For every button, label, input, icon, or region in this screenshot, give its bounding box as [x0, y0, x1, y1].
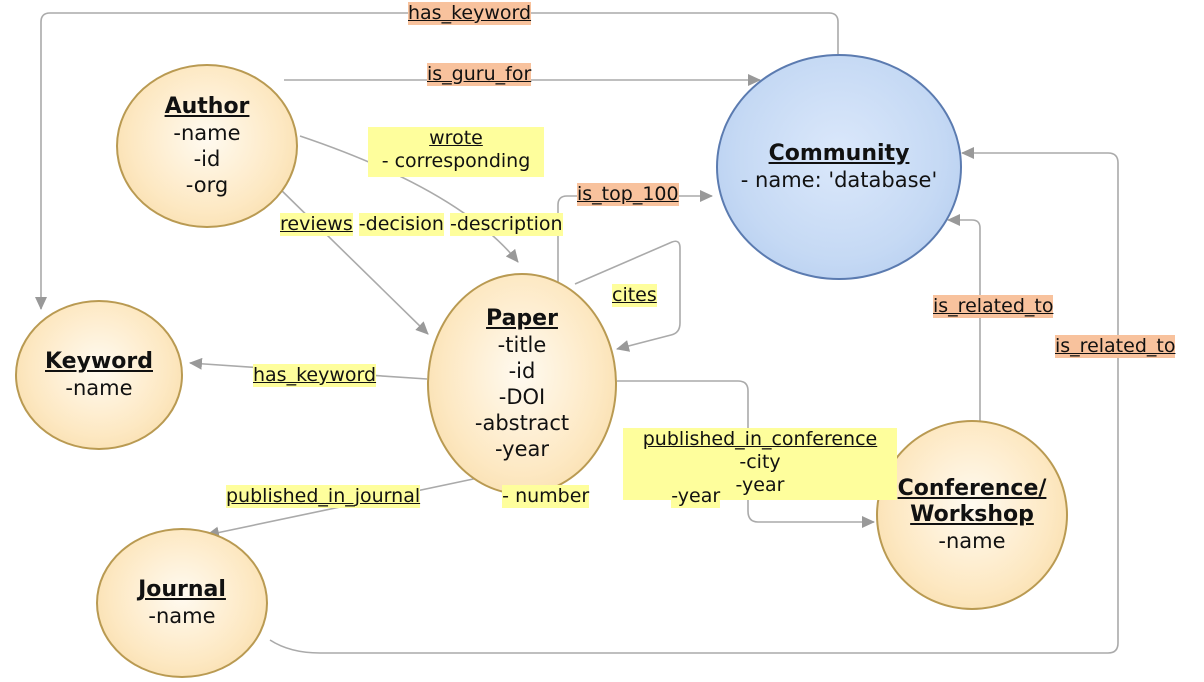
conference-attr-name: -name — [938, 529, 1006, 553]
paper-title: Paper — [486, 306, 558, 331]
edge-label-published-in-journal-name: published_in_journal — [226, 485, 421, 508]
edge-label-published-in-conference-attr-city: -city — [739, 451, 781, 473]
journal-title: Journal — [138, 577, 226, 602]
edge-label-reviews-name: reviews — [280, 213, 353, 236]
author-title: Author — [164, 94, 250, 119]
edge-label-published-in-journal: published_in_journal - number -year — [226, 485, 721, 508]
community-title: Community — [768, 141, 910, 166]
author-attr-name: -name — [173, 121, 241, 145]
paper-attr-title: -title — [497, 333, 547, 357]
edge-label-has-keyword-top: has_keyword — [408, 2, 532, 25]
edge-label-cites: cites — [612, 284, 657, 307]
edge-label-wrote-attr: - corresponding — [381, 150, 531, 172]
edge-label-published-in-journal-attr-number: - number — [502, 485, 590, 508]
conference-node[interactable]: Conference/ Workshop -name — [876, 420, 1068, 610]
edge-label-is-related-to-conference: is_related_to — [933, 295, 1054, 318]
edge-label-published-in-conference: published_in_conference -city -year — [623, 428, 897, 500]
conference-title-line1: Conference/ — [897, 476, 1047, 501]
paper-attr-doi: -DOI — [498, 385, 546, 409]
keyword-title: Keyword — [45, 349, 153, 374]
edge-label-reviews-attr-description: -description — [450, 213, 563, 236]
journal-attr-name: -name — [148, 604, 216, 628]
paper-attr-year: -year — [494, 437, 550, 461]
edge-label-reviews-attr-decision: -decision — [358, 213, 444, 236]
paper-attr-id: -id — [508, 359, 536, 383]
edge-paper-is-top-100-community — [557, 190, 713, 282]
conference-title-line2: Workshop — [910, 502, 1034, 527]
edge-label-is-top-100: is_top_100 — [577, 183, 679, 206]
keyword-attr-name: -name — [65, 376, 133, 400]
edge-label-is-guru-for: is_guru_for — [427, 63, 532, 86]
paper-node[interactable]: Paper -title -id -DOI -abstract -year — [427, 273, 617, 495]
author-attr-org: -org — [185, 173, 229, 197]
edge-label-published-in-conference-name: published_in_conference — [642, 428, 878, 450]
edge-label-wrote: wrote - corresponding — [368, 127, 544, 177]
edge-paper-cites-paper — [574, 240, 681, 352]
edge-label-has-keyword: has_keyword — [253, 364, 377, 387]
keyword-node[interactable]: Keyword -name — [15, 300, 183, 450]
edge-label-wrote-name: wrote — [429, 127, 483, 149]
edge-label-published-in-conference-attr-year: -year — [735, 474, 785, 496]
author-attr-id: -id — [193, 147, 221, 171]
edge-author-wrote-paper — [299, 135, 519, 263]
paper-attr-abstract: -abstract — [474, 411, 570, 435]
edge-conference-is-related-to-community — [947, 214, 981, 422]
edge-label-reviews: reviews -decision -description — [280, 213, 563, 236]
edge-label-published-in-journal-attr-year: -year — [671, 485, 721, 508]
edge-journal-is-related-to-community — [269, 147, 1119, 654]
community-node[interactable]: Community - name: 'database' — [716, 54, 962, 280]
edge-author-reviews-paper — [276, 185, 429, 335]
author-node[interactable]: Author -name -id -org — [116, 64, 298, 228]
journal-node[interactable]: Journal -name — [96, 528, 268, 678]
community-attr-name: - name: 'database' — [740, 168, 938, 192]
edge-label-is-related-to-journal: is_related_to — [1055, 335, 1176, 358]
